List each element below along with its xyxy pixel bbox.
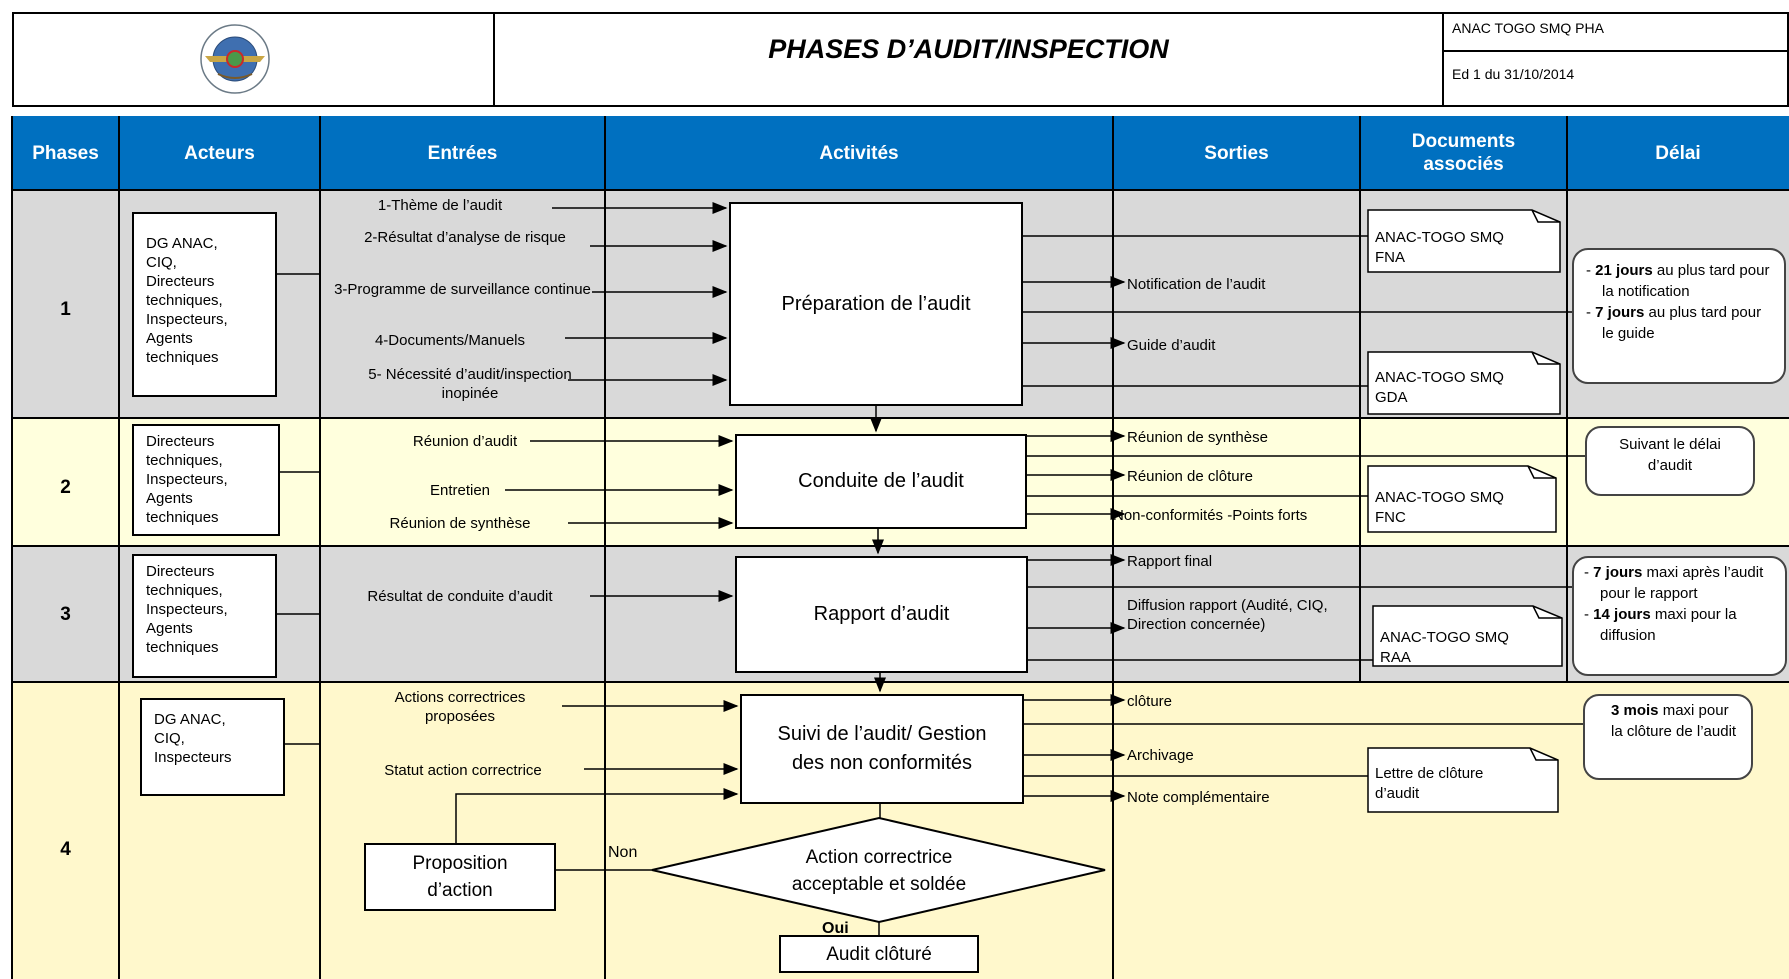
phase-number-1: 1 xyxy=(60,299,71,320)
phase4-input-1: Actions correctrices proposées xyxy=(394,689,526,725)
doc-edition: Ed 1 du 31/10/2014 xyxy=(1452,66,1575,82)
phase4-actors-box: DG ANAC, CIQ, Inspecteurs xyxy=(140,698,285,796)
phase2-output-3: Non-conformités -Points forts xyxy=(1113,507,1308,524)
phase1-actors-box: DG ANAC, CIQ, Directeurs techniques, Ins… xyxy=(132,212,277,397)
phase-number-4: 4 xyxy=(60,839,71,860)
decision-text: Action correctrice acceptable et soldée xyxy=(791,847,967,895)
phase3-output-2: Diffusion rapport (Audité, CIQ, Directio… xyxy=(1127,597,1328,633)
phase4-output-3: Note complémentaire xyxy=(1127,789,1270,806)
activity-suivi: Suivi de l’audit/ Gestion des non confor… xyxy=(740,694,1024,804)
phase2-input-1: Réunion d’audit xyxy=(412,433,518,450)
proposal-box: Proposition d’action xyxy=(364,843,556,911)
header-divider-1 xyxy=(493,12,495,107)
phase2-output-2: Réunion de clôture xyxy=(1127,468,1253,485)
phase1-input-1: 1-Thème de l’audit xyxy=(377,197,503,214)
col-header-entrees: Entrées xyxy=(427,142,498,164)
col-header-activites: Activités xyxy=(819,142,899,164)
phase3-input-1: Résultat de conduite d’audit xyxy=(367,588,553,605)
phase1-delay-line1: - 21 jours au plus tard pour la notifica… xyxy=(1586,262,1770,300)
phase3-delay-line2: - 14 jours maxi pour la diffusion xyxy=(1584,606,1737,644)
column-header-row xyxy=(12,116,1789,190)
anac-logo xyxy=(180,18,290,100)
phase1-input-3: 3-Programme de surveillance continue xyxy=(334,281,591,298)
activity-rapport: Rapport d’audit xyxy=(735,556,1028,673)
audit-closed-box: Audit clôturé xyxy=(779,935,979,973)
phase4-output-1: clôture xyxy=(1127,693,1173,710)
decision-yes-label: Oui xyxy=(822,920,849,937)
doc-reference: ANAC TOGO SMQ PHA xyxy=(1452,20,1604,36)
phase1-delay-line2: - 7 jours au plus tard pour le guide xyxy=(1586,304,1762,342)
phase3-actors-box: Directeurs techniques, Inspecteurs, Agen… xyxy=(132,554,277,678)
activity-conduite: Conduite de l’audit xyxy=(735,434,1027,529)
phase2-actors-box: Directeurs techniques, Inspecteurs, Agen… xyxy=(132,424,280,536)
col-header-delai: Délai xyxy=(1655,142,1701,164)
phase3-doc-1: ANAC-TOGO SMQ RAA xyxy=(1380,629,1509,666)
phase1-output-2: Guide d’audit xyxy=(1127,337,1216,354)
phase3-delay-box: - 7 jours maxi après l’audit pour le rap… xyxy=(1572,556,1787,676)
phase1-input-4: 4-Documents/Manuels xyxy=(374,332,526,349)
col-header-documents: Documents associés xyxy=(1411,131,1516,175)
phase4-output-2: Archivage xyxy=(1127,747,1194,764)
activity-preparation: Préparation de l’audit xyxy=(729,202,1023,406)
page-title: PHASES D’AUDIT/INSPECTION xyxy=(768,34,1169,64)
col-header-phases: Phases xyxy=(32,142,99,164)
phase4-doc-1: Lettre de clôture d’audit xyxy=(1375,765,1484,802)
phase2-input-2: Entretien xyxy=(429,482,491,499)
phase2-delay-box: Suivant le délai d’audit xyxy=(1585,426,1755,496)
header-divider-2 xyxy=(1442,12,1444,107)
phase1-output-1: Notification de l’audit xyxy=(1127,276,1266,293)
phase2-input-3: Réunion de synthèse xyxy=(389,515,531,532)
phase2-output-1: Réunion de synthèse xyxy=(1127,429,1268,446)
col-header-acteurs: Acteurs xyxy=(184,142,255,164)
phase1-doc-2: ANAC-TOGO SMQ GDA xyxy=(1375,369,1504,406)
phase2-doc-1: ANAC-TOGO SMQ FNC xyxy=(1375,489,1504,526)
decision-no-label: Non xyxy=(608,844,638,861)
phase1-input-5: 5- Nécessité d’audit/inspection inopinée xyxy=(368,366,572,402)
phase1-input-2: 2-Résultat d’analyse de risque xyxy=(364,229,566,246)
phase3-delay-line1: - 7 jours maxi après l’audit pour le rap… xyxy=(1584,564,1764,602)
header-divider-3 xyxy=(1442,50,1789,52)
decision-diamond xyxy=(651,816,1106,924)
phase4-input-2: Statut action correctrice xyxy=(384,762,542,779)
phase-number-3: 3 xyxy=(60,604,71,625)
phase-number-2: 2 xyxy=(60,477,71,498)
phase1-doc-1: ANAC-TOGO SMQ FNA xyxy=(1375,229,1504,266)
phase4-delay-box: 3 mois maxi pour la clôture de l’audit xyxy=(1583,694,1753,780)
col-header-sorties: Sorties xyxy=(1204,142,1269,164)
phase3-output-1: Rapport final xyxy=(1127,553,1213,570)
phase1-delay-box: - 21 jours au plus tard pour la notifica… xyxy=(1572,248,1786,384)
header-frame xyxy=(12,12,1789,107)
